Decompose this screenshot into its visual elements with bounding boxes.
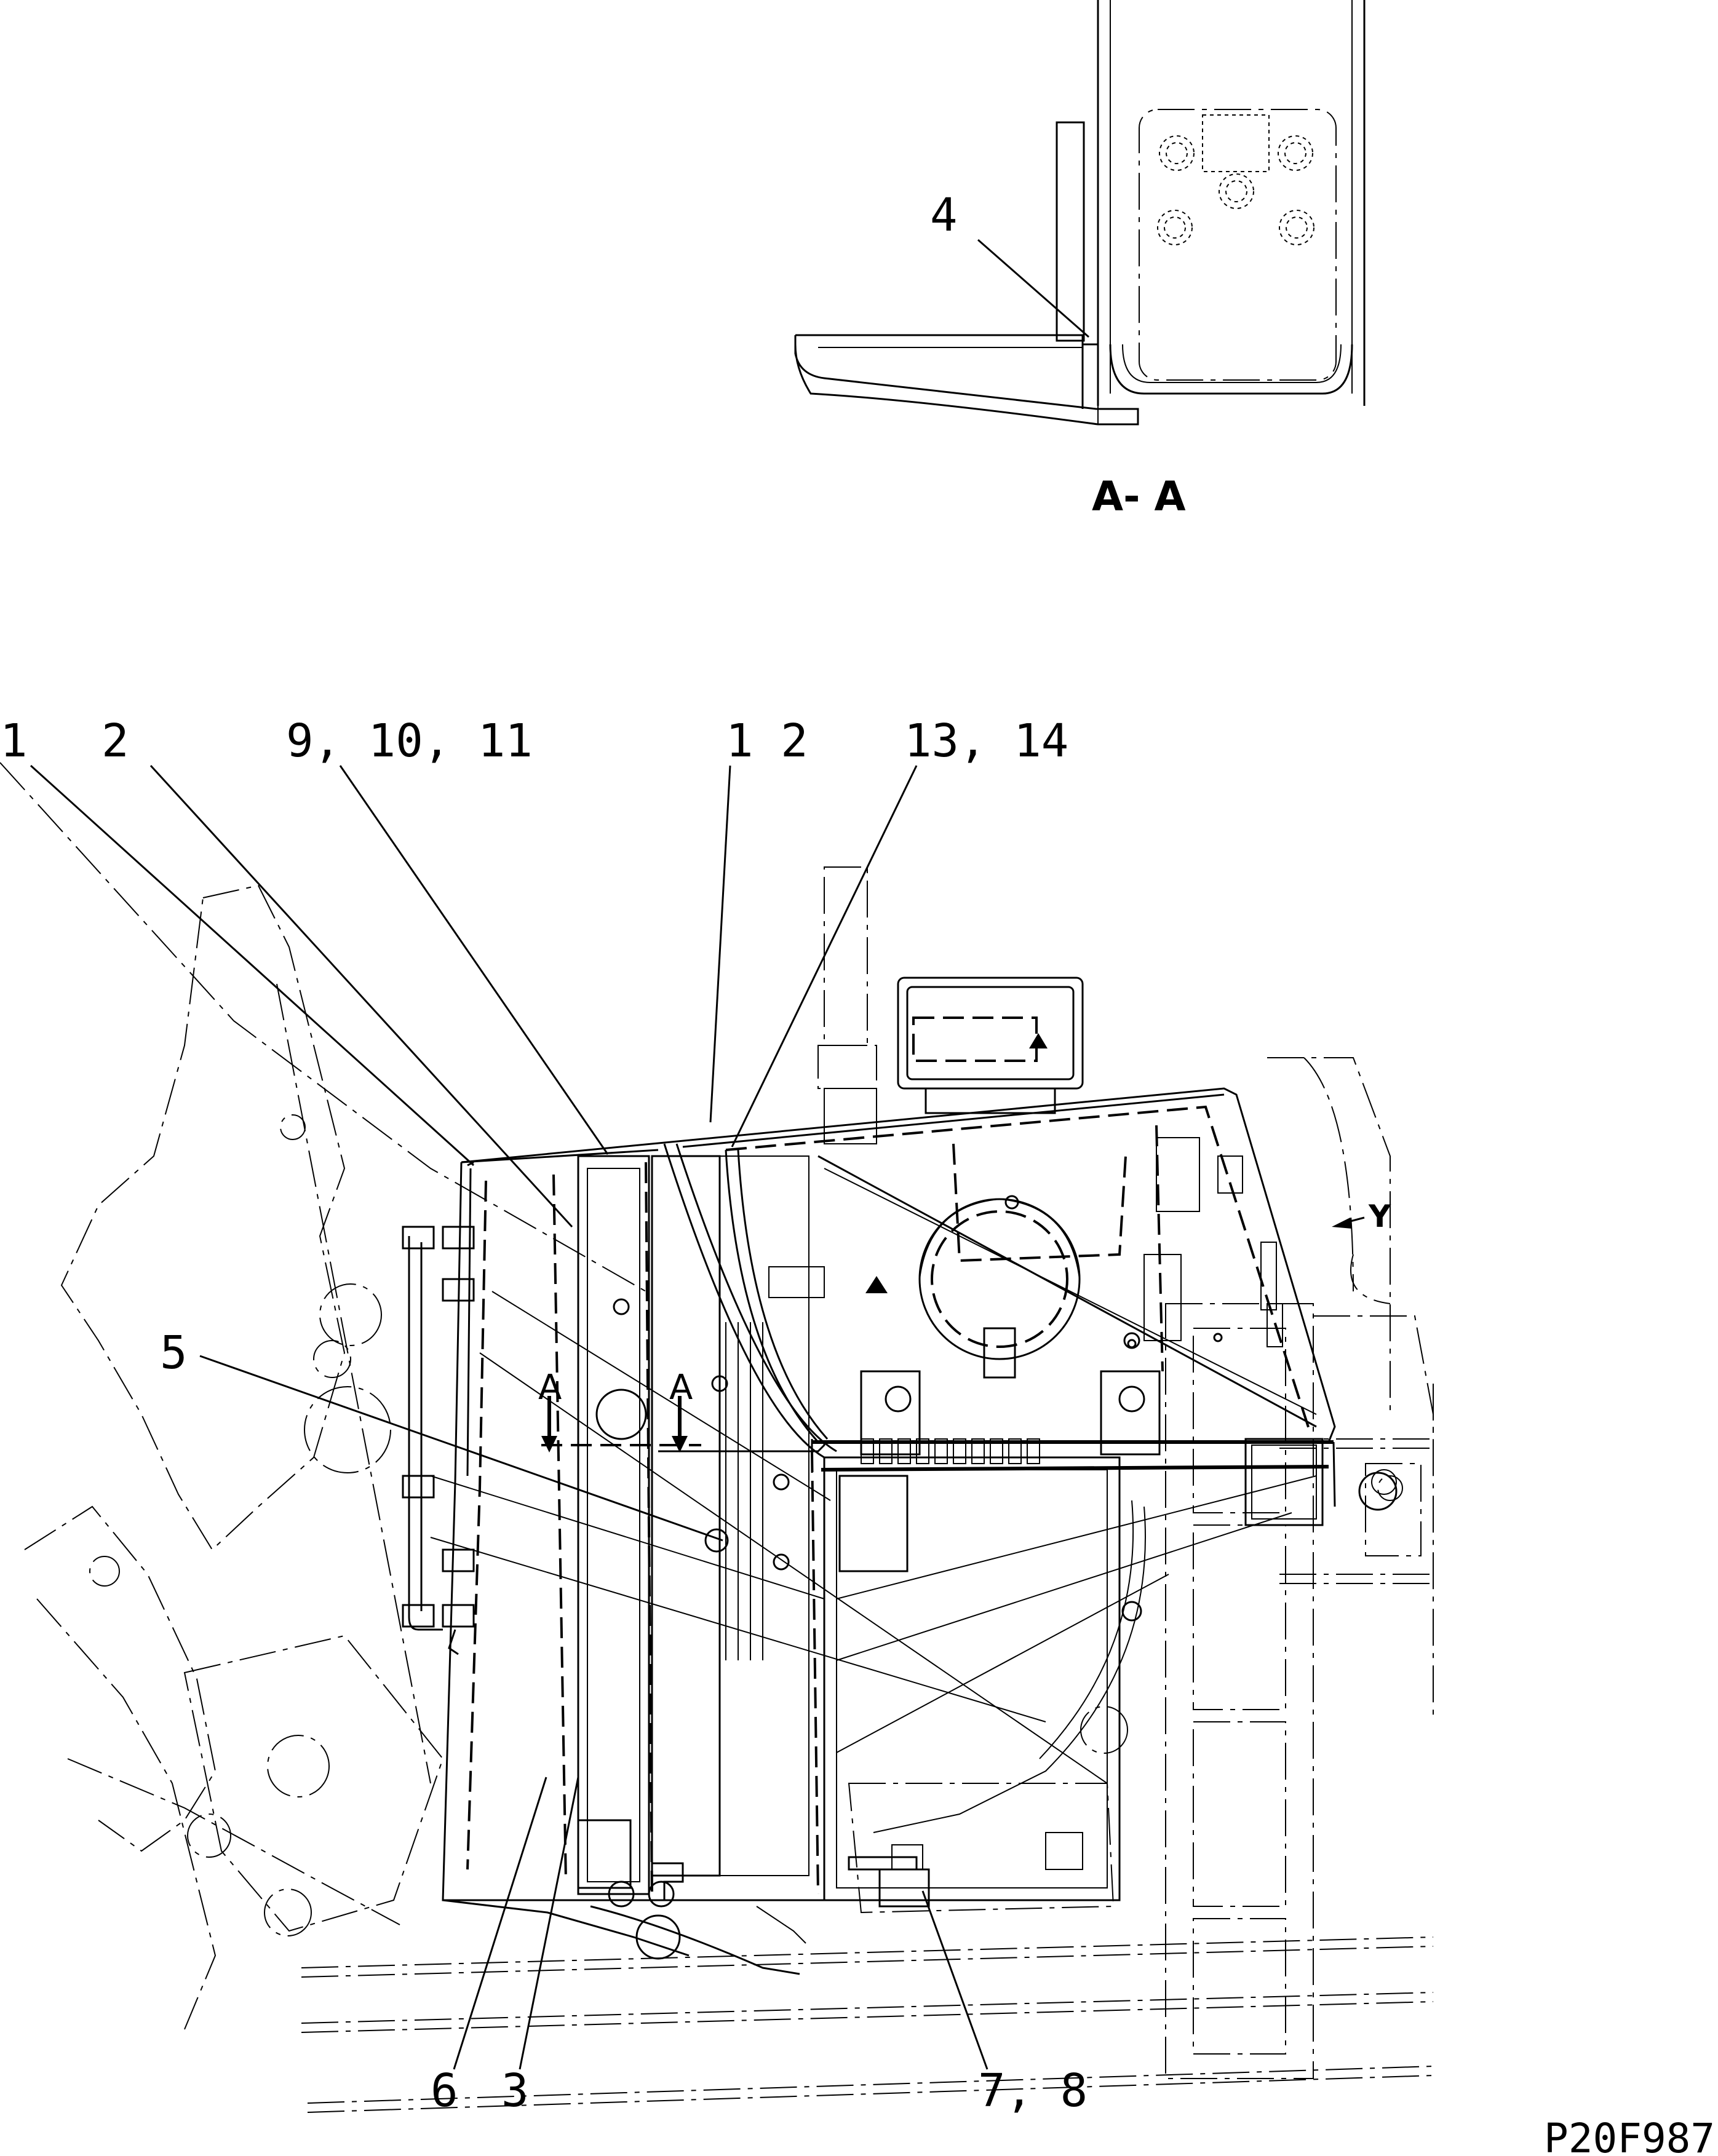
callout-5: 5 [160,1326,188,1379]
background-frame-left [0,762,646,2030]
callout-leaders [30,764,988,2070]
section-view-a-a: 4 A- A [794,0,1366,520]
cutting-plane-label-left: A [538,1368,562,1408]
sheet-id: P20F987 [1544,2115,1715,2156]
callout-7-8: 7, 8 [978,2064,1088,2117]
callout-12: 1 2 [726,715,808,767]
upper-bracket [824,977,1084,1144]
view-arrow-label: Y [1368,1199,1391,1234]
callout-13-14: 13, 14 [904,715,1068,767]
callouts: 1 2 9, 10, 11 1 2 13, 14 5 6 3 7, 8 [0,715,1088,2117]
connector-row [861,1438,1040,1464]
main-assembly-view: A A Y 1 2 9, 10, 11 1 2 13, 14 [0,715,1434,2117]
callout-4: 4 [930,189,958,242]
callout-2: 2 [101,715,129,767]
section-title: A- A [1092,473,1186,520]
background-frame-right [817,866,1434,2079]
callout-6: 6 [431,2064,458,2117]
callout-9-10-11: 9, 10, 11 [286,715,533,767]
cutting-plane-a-a: A A [538,1368,701,1453]
view-arrow-y: Y [1332,1199,1391,1234]
cutting-plane-label-right: A [669,1368,693,1408]
callout-1: 1 [0,715,28,767]
main-housing [402,1087,1398,1975]
bolt-holes [1157,135,1314,245]
callout-3: 3 [501,2064,529,2117]
